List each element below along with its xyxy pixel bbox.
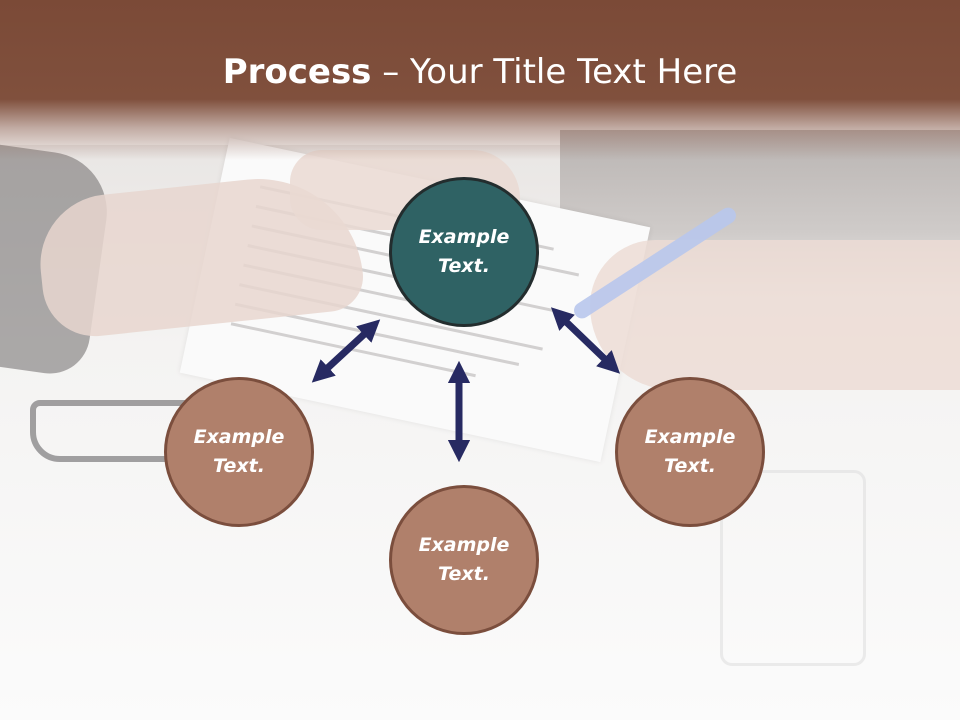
center-node-text: Example Text. [418,226,510,277]
left-node[interactable]: Example Text. [164,377,314,527]
title-bold: Process [222,52,372,92]
right-node-text: Example Text. [644,426,736,477]
bottom-node[interactable]: Example Text. [389,485,539,635]
slide-title[interactable]: Process – Your Title Text Here [0,52,960,92]
left-node-text: Example Text. [193,426,285,477]
right-node[interactable]: Example Text. [615,377,765,527]
bottom-node-text: Example Text. [418,534,510,585]
header-band [0,0,960,160]
title-rest: – Your Title Text Here [371,52,738,92]
center-node[interactable]: Example Text. [389,177,539,327]
